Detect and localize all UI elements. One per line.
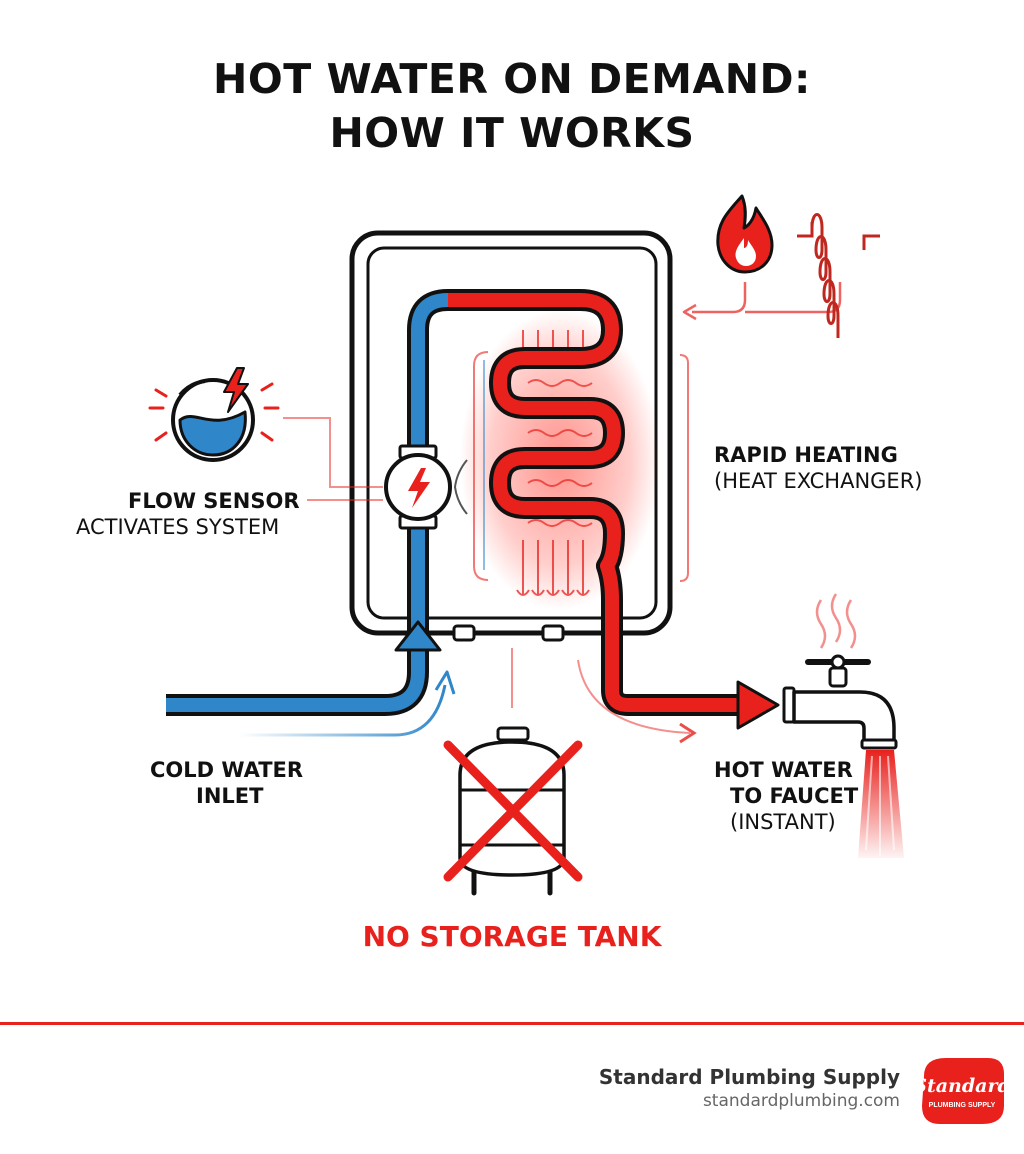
unit-foot-left xyxy=(452,624,476,642)
cold-inlet-label-2: INLET xyxy=(196,784,264,808)
flow-up-arrow xyxy=(394,620,442,652)
water-sensor-icon xyxy=(148,367,280,462)
heat-exchanger-coil xyxy=(430,289,780,730)
sensor-bracket xyxy=(453,459,468,515)
connector-lines xyxy=(283,417,691,734)
heater-unit xyxy=(349,230,673,642)
company-logo[interactable]: Standard PLUMBING SUPPLY xyxy=(918,1054,1006,1128)
page-title: HOT WATER ON DEMAND: HOW IT WORKS xyxy=(0,52,1024,160)
sensor-bolt-icon xyxy=(408,468,430,508)
company-url[interactable]: standardplumbing.com xyxy=(702,1091,900,1111)
title-line-2: HOW IT WORKS xyxy=(329,109,695,157)
steam-icon xyxy=(815,593,857,649)
energy-input-arrow xyxy=(682,282,842,321)
title-line-1: HOT WATER ON DEMAND: xyxy=(213,55,811,103)
hot-faucet-label-1: HOT WATER xyxy=(714,758,853,782)
no-storage-tank-label: NO STORAGE TANK xyxy=(362,920,662,953)
logo-subtext: PLUMBING SUPPLY xyxy=(929,1102,996,1109)
flow-sensor-title: FLOW SENSOR xyxy=(128,489,300,513)
storage-tank-icon xyxy=(443,726,583,896)
bracket-left xyxy=(473,351,489,581)
cold-flow-arrow xyxy=(240,670,456,737)
faucet-icon xyxy=(782,593,904,858)
flame-icon xyxy=(716,194,774,274)
cross-out-mark xyxy=(443,740,583,882)
rapid-heating-subtitle: (HEAT EXCHANGER) xyxy=(714,469,923,493)
flow-sensor-subtitle: ACTIVATES SYSTEM xyxy=(76,515,280,539)
bracket-right xyxy=(679,354,689,582)
logo-wordmark: Standard xyxy=(918,1075,1006,1097)
lightning-bolt-icon xyxy=(223,367,249,413)
rapid-heating-title: RAPID HEATING xyxy=(714,443,898,467)
footer-divider xyxy=(0,1022,1024,1025)
heating-coil-icon xyxy=(797,213,880,338)
flow-sensor xyxy=(384,444,452,530)
hot-outlet-arrow xyxy=(736,680,780,730)
hot-faucet-label-3: (INSTANT) xyxy=(730,810,836,834)
unit-foot-right xyxy=(541,624,565,642)
heat-exchanger-fins xyxy=(516,330,590,596)
footer-brand: Standard Plumbing Supply standardplumbin… xyxy=(599,1064,900,1112)
hot-flow-arrow xyxy=(679,722,697,744)
company-name: Standard Plumbing Supply xyxy=(598,1065,900,1089)
cold-inlet-label-1: COLD WATER xyxy=(150,758,304,782)
hot-faucet-label-2: TO FAUCET xyxy=(730,784,859,808)
